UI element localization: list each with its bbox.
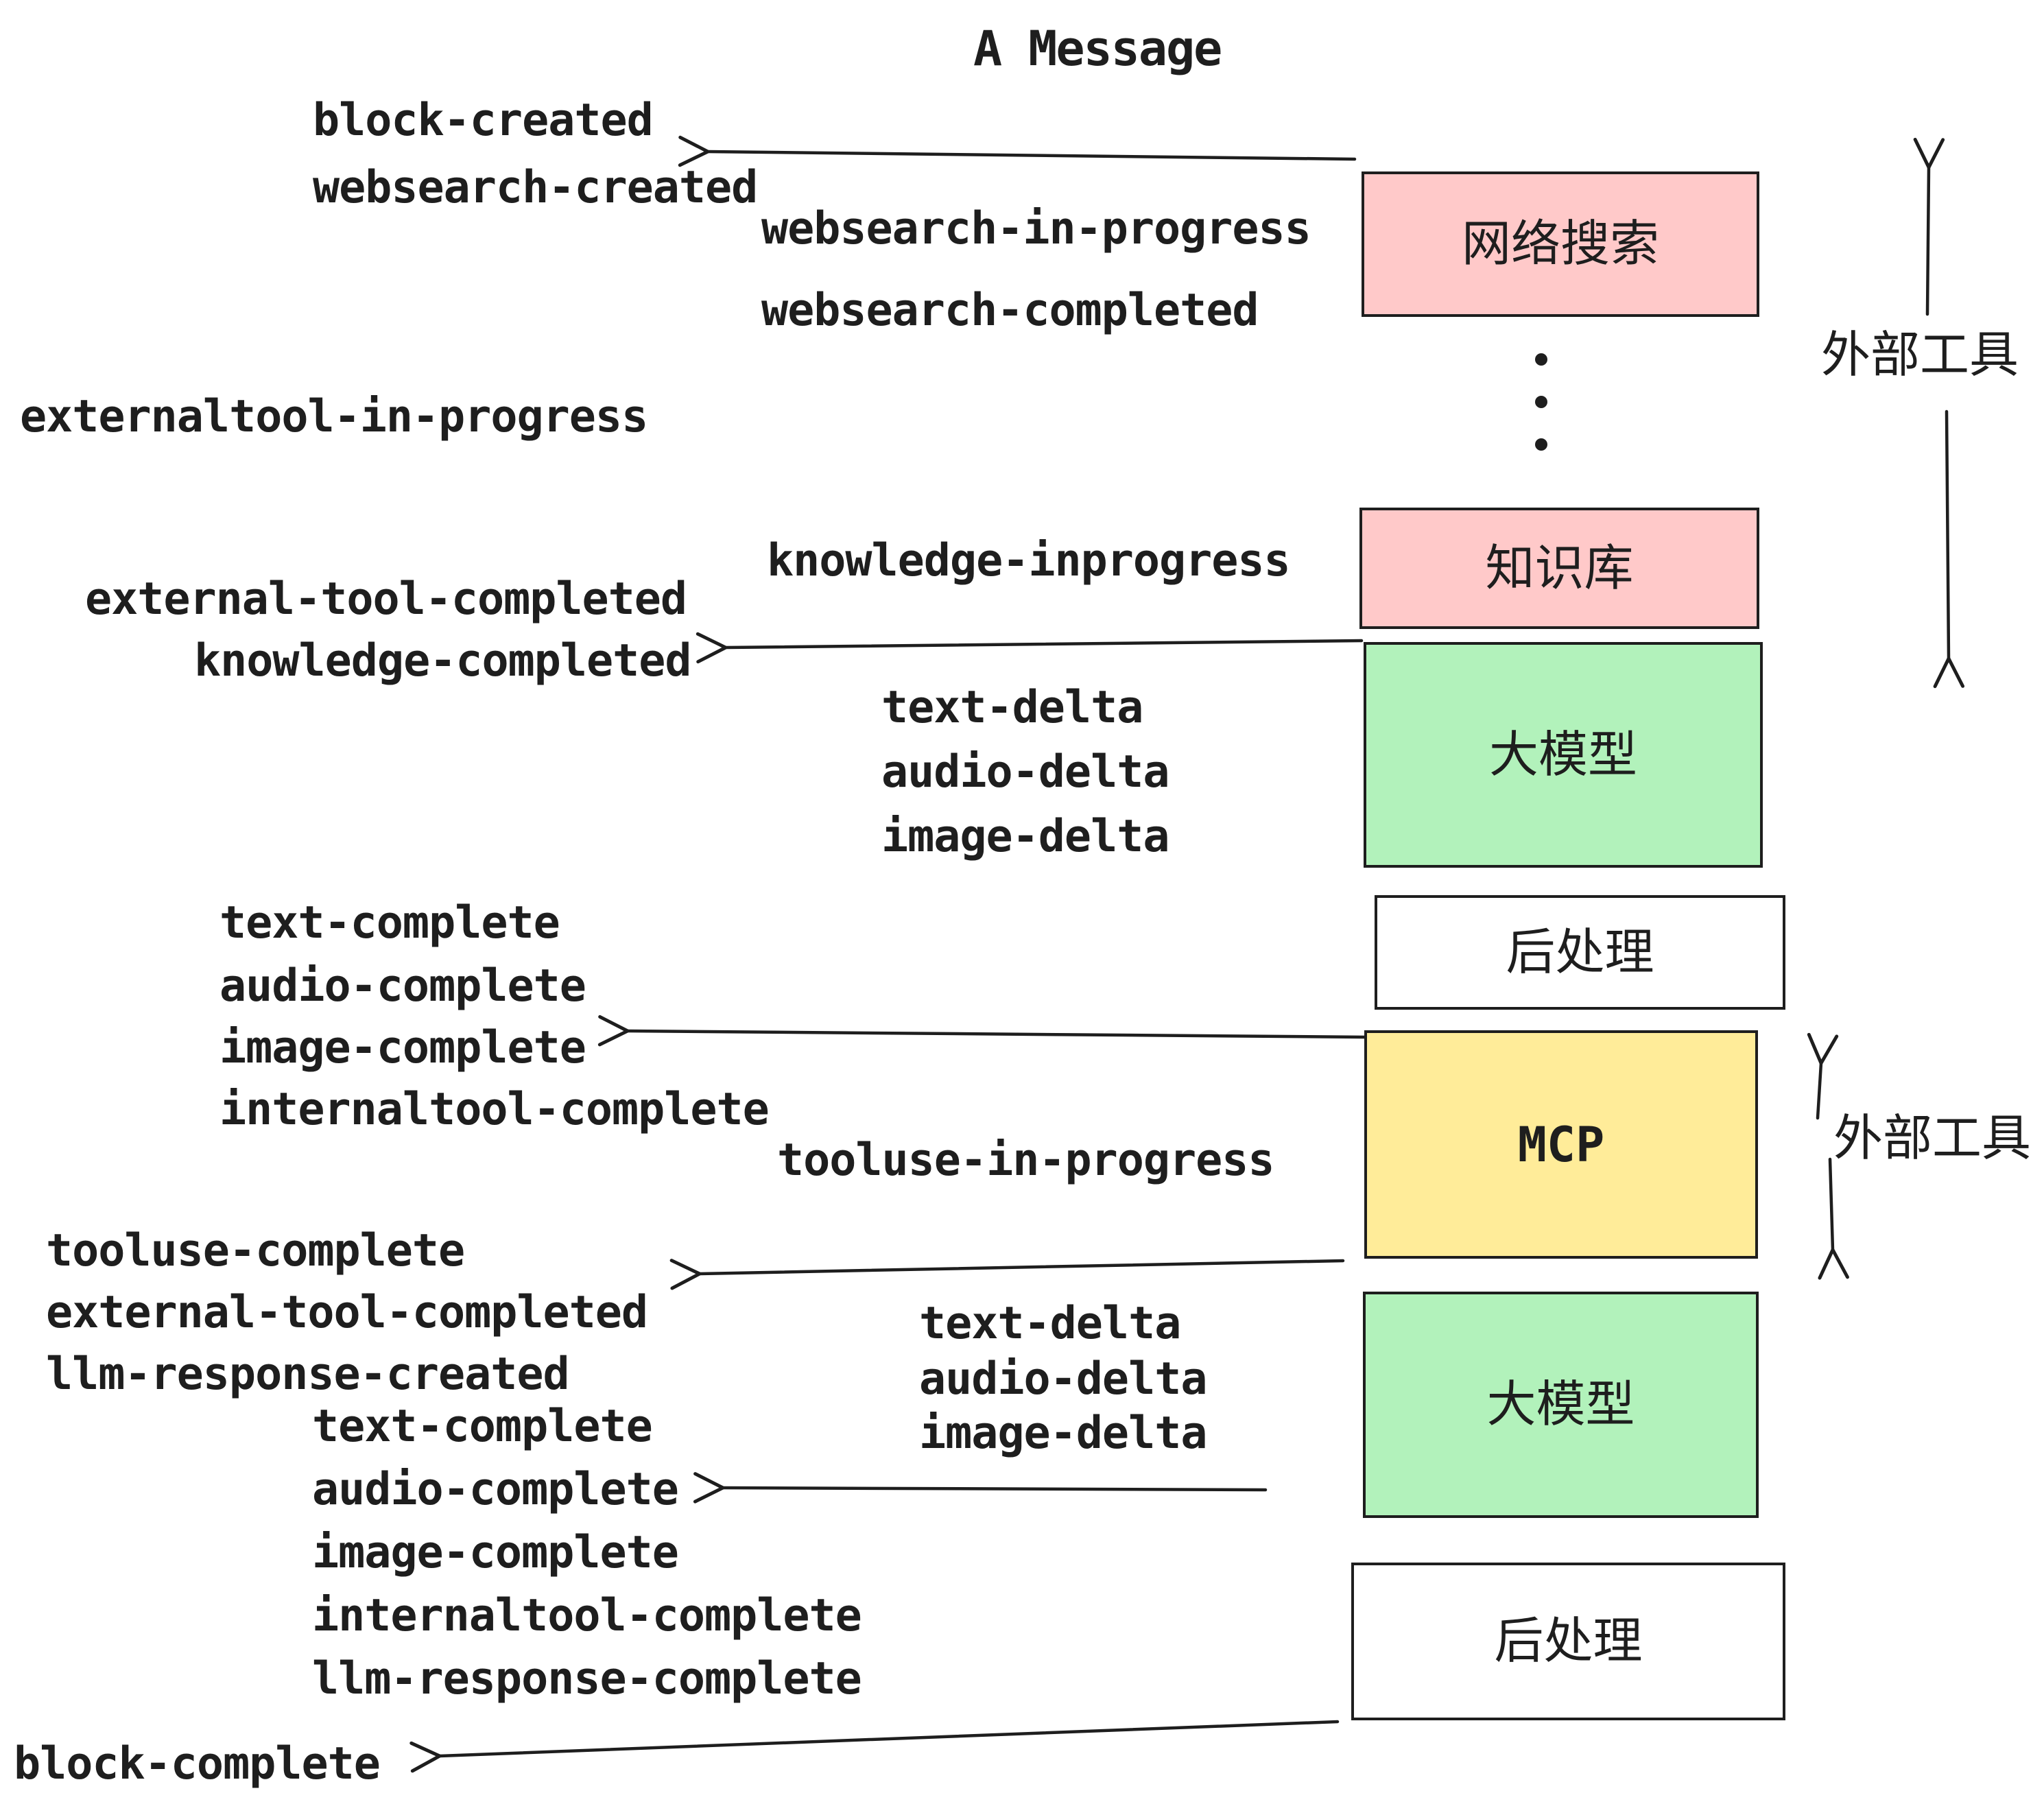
event-label-external-tool-completed-2: external-tool-completed [46,1287,648,1338]
arrow-websearch-to-block-created [678,135,1357,167]
event-label-text-complete-2: text-complete [312,1401,653,1452]
node-postprocess-top: 后处理 [1375,895,1785,1010]
event-label-external-tool-completed: external-tool-completed [85,573,687,625]
diagram-title: A Message [973,21,1222,77]
ellipsis-dot [1535,353,1547,366]
event-label-block-complete: block-complete [14,1738,381,1790]
external-tools-top-arrow-down [1933,410,1965,689]
event-label-audio-delta: audio-delta [881,746,1169,798]
ellipsis-dot [1535,438,1547,451]
node-postprocess-top-label: 后处理 [1506,925,1654,980]
node-llm-top-label: 大模型 [1488,727,1637,783]
node-websearch: 网络搜索 [1362,171,1759,317]
event-label-websearch-completed: websearch-completed [761,285,1259,336]
event-label-llm-response-complete: llm-response-complete [312,1653,862,1705]
event-label-llm-response-created: llm-response-created [46,1349,570,1400]
node-knowledge: 知识库 [1359,508,1759,629]
event-label-audio-complete-2: audio-complete [312,1464,679,1515]
event-label-tooluse-in-progress: tooluse-in-progress [777,1135,1275,1186]
event-label-image-complete-2: image-complete [312,1527,679,1578]
external-tools-bottom-arrow-up [1807,1032,1839,1120]
event-label-block-created: block-created [313,95,654,146]
event-label-text-delta-2: text-delta [919,1298,1181,1349]
event-label-image-delta: image-delta [881,811,1169,862]
node-llm-top: 大模型 [1364,642,1763,868]
node-mcp-label: MCP [1517,1116,1605,1173]
node-llm-bottom-label: 大模型 [1486,1377,1635,1432]
event-label-text-delta: text-delta [881,682,1143,733]
node-knowledge-label: 知识库 [1485,541,1634,596]
event-label-internaltool-complete-2: internaltool-complete [312,1590,862,1641]
ellipsis-dot [1535,396,1547,408]
arrow-mcp-to-image-complete [597,1014,1368,1047]
external-tools-label-top: 外部工具 [1821,328,2019,383]
node-mcp: MCP [1364,1030,1758,1259]
event-label-audio-complete: audio-complete [219,960,586,1012]
external-tools-label-bottom: 外部工具 [1833,1111,2032,1166]
arrow-llm-to-audio-complete [693,1472,1268,1504]
event-label-image-complete: image-complete [219,1022,586,1073]
event-label-knowledge-completed: knowledge-completed [194,635,692,687]
event-label-knowledge-inprogress: knowledge-inprogress [767,535,1291,586]
event-label-externaltool-in-progress: externaltool-in-progress [20,391,648,442]
event-label-text-complete: text-complete [219,897,560,949]
event-label-audio-delta-2: audio-delta [919,1353,1207,1405]
arrow-llm-to-knowledge-completed [696,632,1364,664]
node-postprocess-bottom-label: 后处理 [1494,1614,1643,1669]
node-websearch-label: 网络搜索 [1461,217,1659,272]
arrow-mcp-to-tooluse-complete [669,1259,1345,1290]
event-label-tooluse-complete: tooluse-complete [46,1225,465,1277]
node-postprocess-bottom: 后处理 [1351,1563,1785,1720]
event-label-websearch-created: websearch-created [313,162,758,213]
external-tools-bottom-arrow-down [1818,1157,1849,1280]
external-tools-top-arrow-up [1913,137,1945,316]
arrow-postprocess-to-block-complete [409,1720,1340,1773]
event-label-internaltool-complete: internaltool-complete [219,1084,770,1135]
event-label-image-delta-2: image-delta [919,1408,1207,1459]
node-llm-bottom: 大模型 [1363,1292,1759,1518]
event-label-websearch-in-progress: websearch-in-progress [761,203,1311,254]
